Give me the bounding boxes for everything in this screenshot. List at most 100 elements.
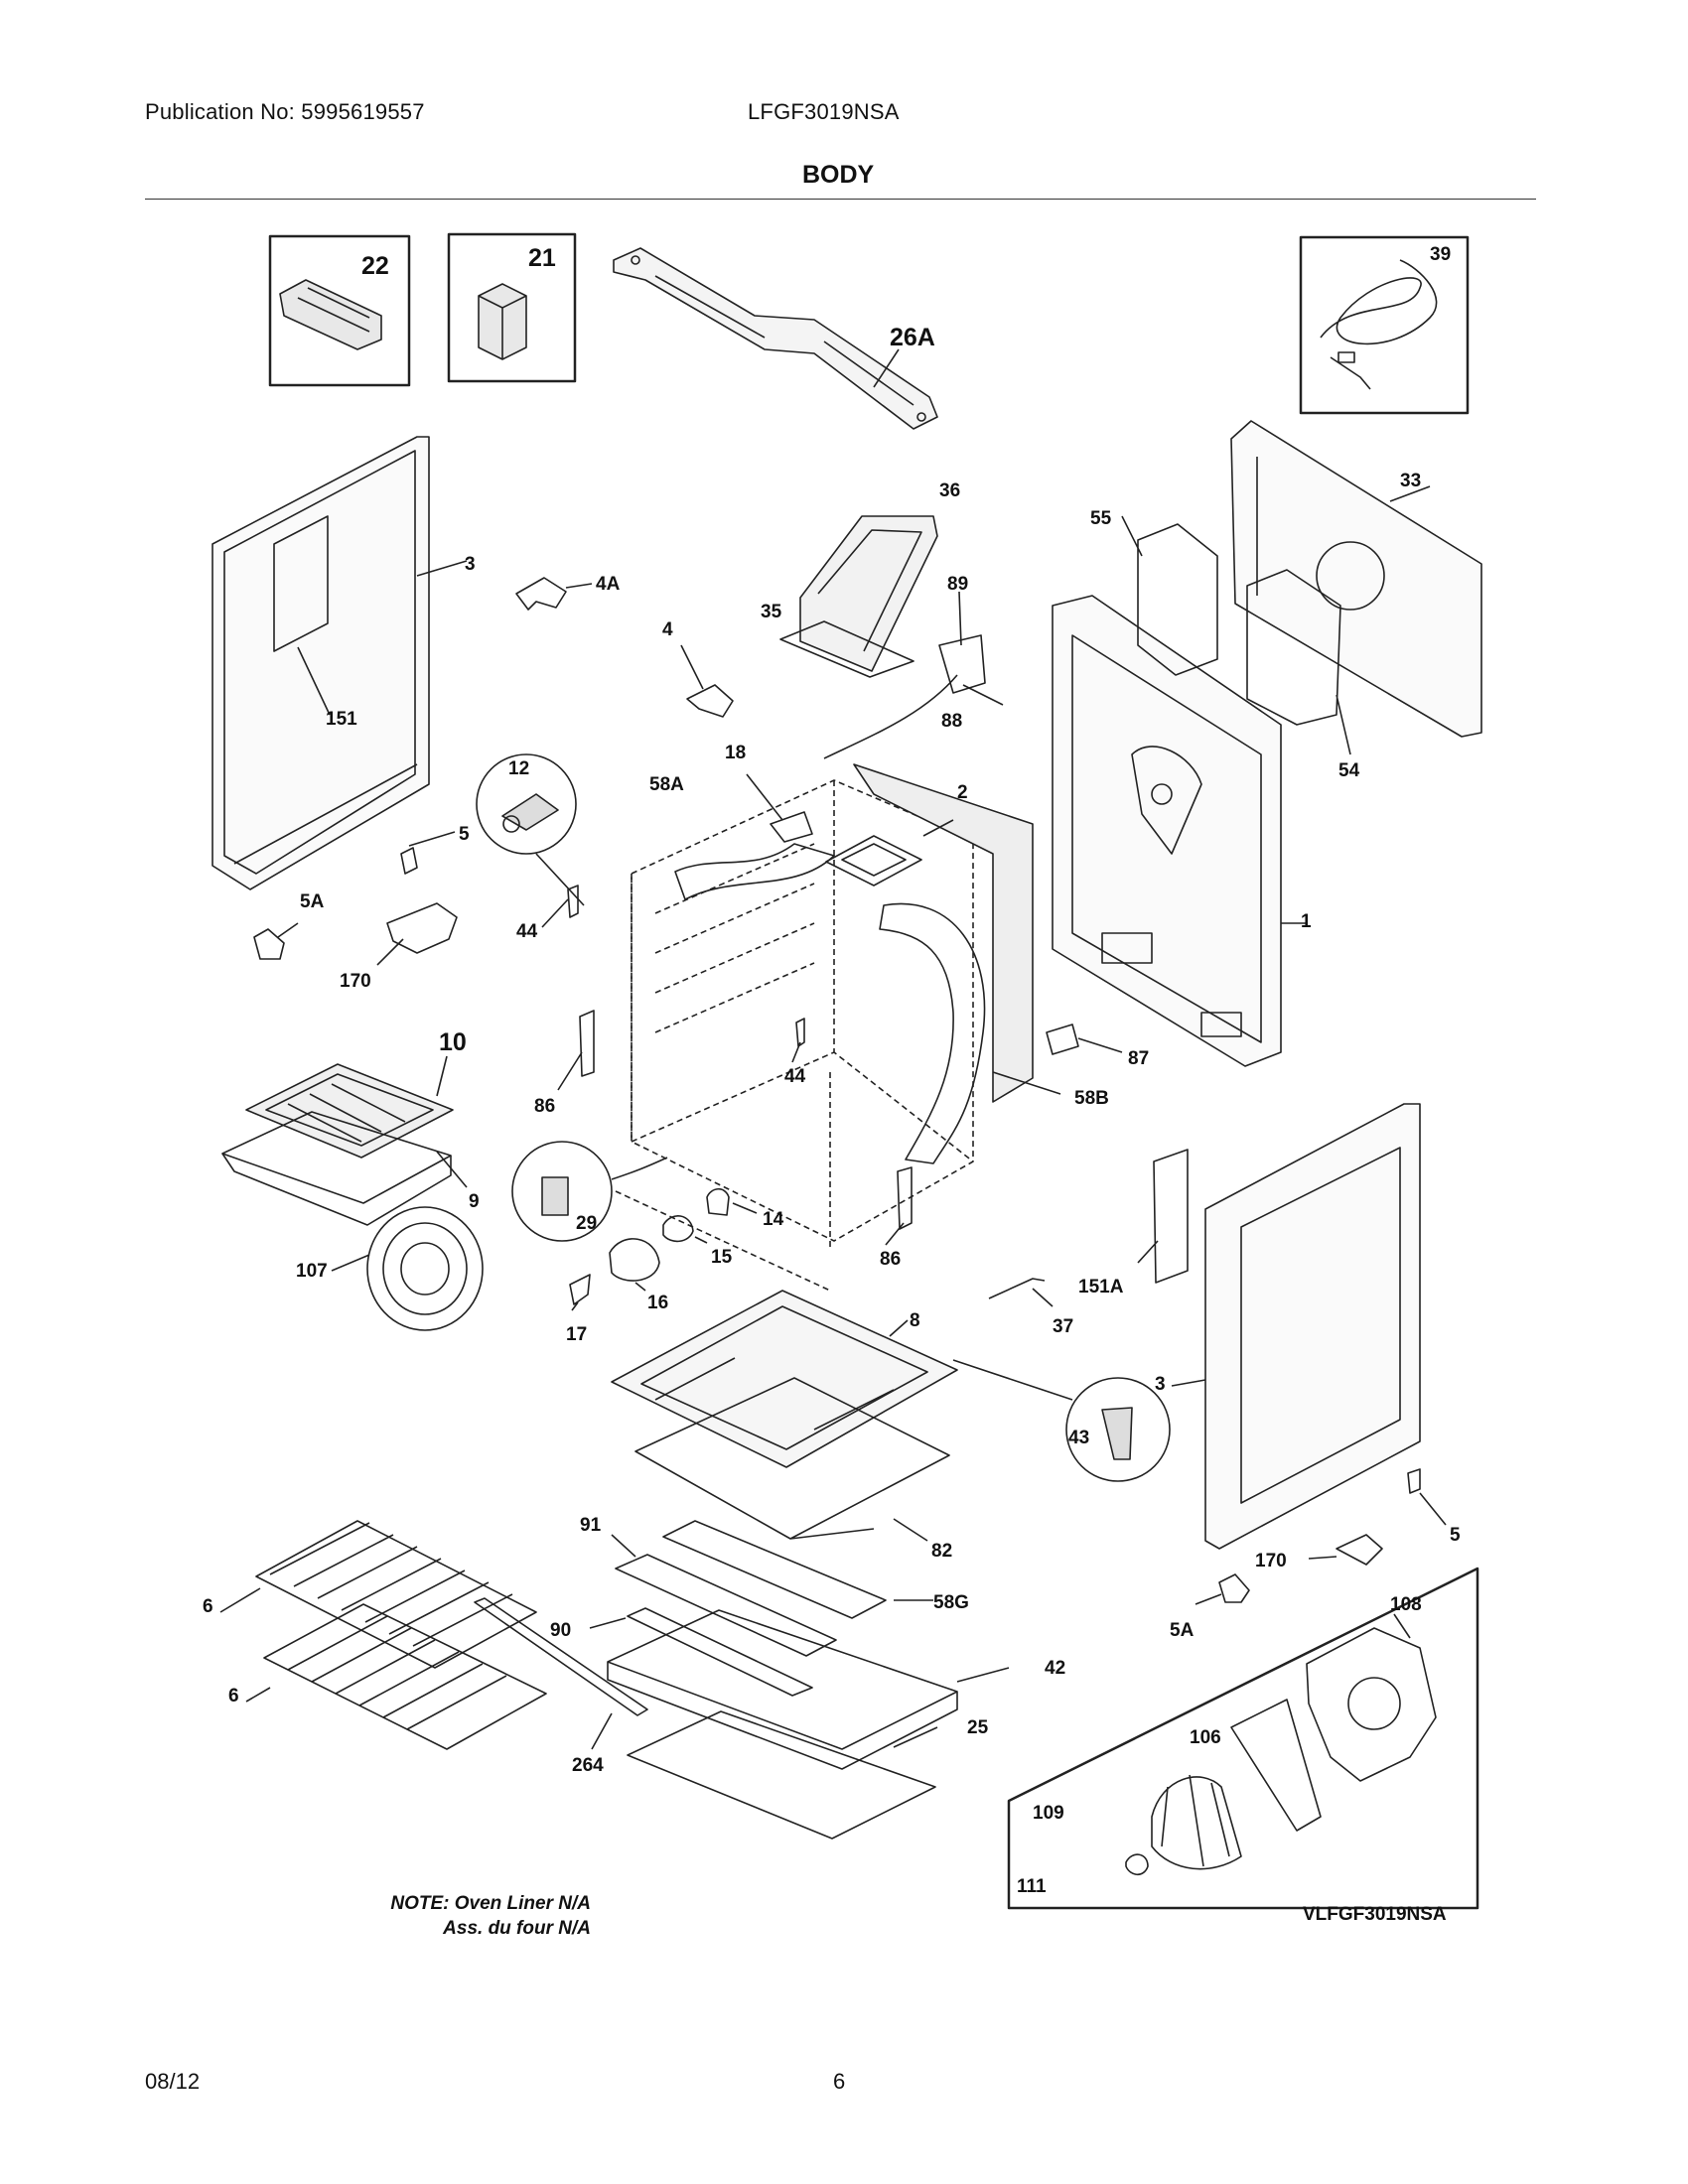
callout-82: 82 — [931, 1541, 952, 1562]
callout-36: 36 — [939, 480, 960, 501]
part-21-box — [447, 232, 577, 383]
callout-37: 37 — [1053, 1316, 1073, 1337]
part-29-circle — [511, 1141, 668, 1242]
callout-33: 33 — [1400, 471, 1421, 491]
part-5a-leg — [253, 922, 299, 960]
part-90-baffle — [589, 1607, 813, 1697]
callout-58b: 58B — [1074, 1088, 1109, 1109]
part-88-wire — [823, 674, 1004, 759]
note-line-2: Ass. du four N/A — [443, 1918, 591, 1939]
callout-86-right: 86 — [880, 1249, 901, 1270]
part-44b-screw — [791, 1018, 805, 1063]
part-33-panel — [1230, 420, 1482, 738]
callout-10: 10 — [439, 1028, 467, 1056]
insulation-58 — [674, 763, 1034, 1164]
part-43-circle — [952, 1359, 1171, 1482]
part-25-panel — [627, 1710, 938, 1840]
callout-15: 15 — [711, 1247, 733, 1268]
publication-number: Publication No: 5995619557 — [145, 99, 425, 124]
callout-107: 107 — [296, 1261, 328, 1282]
part-17-clip — [569, 1274, 591, 1311]
part-6-racks — [219, 1520, 547, 1750]
callout-106: 106 — [1190, 1727, 1221, 1748]
callout-43: 43 — [1068, 1428, 1089, 1448]
callout-12: 12 — [508, 758, 529, 779]
callout-5-right: 5 — [1450, 1525, 1461, 1546]
callout-108: 108 — [1390, 1594, 1422, 1615]
part-82-panel — [634, 1377, 950, 1542]
callout-3-left: 3 — [465, 554, 476, 575]
part-16-lens — [609, 1238, 660, 1292]
callout-39: 39 — [1430, 244, 1451, 265]
part-39-box — [1299, 235, 1470, 415]
callout-22: 22 — [361, 252, 389, 280]
callout-44-bottom: 44 — [784, 1066, 806, 1087]
callout-6-bottom: 6 — [228, 1686, 239, 1706]
fan-assembly-box — [1007, 1567, 1479, 1910]
part-1-back-panel — [1052, 595, 1307, 1067]
callout-4a: 4A — [596, 574, 621, 595]
callout-87: 87 — [1128, 1048, 1149, 1069]
part-91-baffle — [611, 1534, 837, 1657]
oven-liner-note: NOTE: Oven Liner N/A Ass. du four N/A — [343, 1891, 591, 1941]
part-3-left-side-panel — [211, 436, 468, 890]
callout-18: 18 — [725, 743, 746, 763]
callout-17: 17 — [566, 1324, 587, 1345]
part-37-igniter — [988, 1278, 1054, 1307]
callout-4: 4 — [662, 619, 673, 640]
callout-54: 54 — [1338, 760, 1360, 781]
callout-151a: 151A — [1078, 1277, 1124, 1297]
part-86-left — [557, 1010, 595, 1091]
part-5a-right-leg — [1195, 1573, 1250, 1605]
part-12-circle — [476, 753, 585, 906]
part-2-flue — [825, 819, 954, 887]
callout-170-right: 170 — [1255, 1551, 1287, 1571]
callout-8: 8 — [910, 1310, 920, 1331]
part-10-broil-pan — [245, 1055, 454, 1159]
part-4-clip — [686, 684, 734, 718]
part-14-socket — [706, 1187, 758, 1216]
part-8-oven-bottom — [611, 1290, 958, 1468]
callout-170-left: 170 — [340, 971, 371, 992]
part-170-right-bracket — [1308, 1534, 1383, 1566]
callout-91: 91 — [580, 1515, 602, 1536]
callout-5a-right: 5A — [1170, 1620, 1195, 1641]
variant-model-label: VLFGF3019NSA — [1303, 1904, 1447, 1925]
part-86-right — [885, 1166, 913, 1246]
oven-cavity — [615, 779, 974, 1292]
callout-88: 88 — [941, 711, 962, 732]
part-36-vent — [779, 515, 938, 678]
callout-9: 9 — [469, 1191, 480, 1212]
callout-25: 25 — [967, 1717, 989, 1738]
part-89-bracket — [938, 591, 986, 694]
callout-2: 2 — [957, 782, 968, 803]
part-44-screw — [541, 885, 579, 928]
part-58g-insulation — [662, 1520, 933, 1619]
callout-58g: 58G — [933, 1592, 969, 1613]
part-42-tray — [607, 1609, 1010, 1770]
callout-3-right: 3 — [1155, 1374, 1166, 1395]
header-rule — [145, 199, 1536, 200]
model-number: LFGF3019NSA — [748, 99, 900, 124]
part-5-right-screw — [1407, 1468, 1447, 1526]
callout-1: 1 — [1301, 911, 1312, 932]
part-18 — [746, 773, 813, 843]
part-87-switch — [1046, 1024, 1123, 1055]
footer-date: 08/12 — [145, 2069, 201, 2094]
callout-42: 42 — [1045, 1658, 1065, 1679]
callout-86-left: 86 — [534, 1096, 555, 1117]
callout-264: 264 — [572, 1755, 604, 1776]
callout-6-top: 6 — [203, 1596, 213, 1617]
callout-14: 14 — [763, 1209, 784, 1230]
callout-89: 89 — [947, 574, 968, 595]
part-9-pan — [221, 1111, 468, 1226]
page-number: 6 — [833, 2069, 846, 2094]
callout-109: 109 — [1033, 1803, 1064, 1824]
part-55-cover — [1121, 515, 1218, 676]
part-26a-bracket — [613, 247, 938, 430]
part-107-burner — [331, 1206, 484, 1331]
callout-35: 35 — [761, 602, 782, 622]
part-264-rail — [474, 1597, 648, 1750]
note-line-1: NOTE: Oven Liner N/A — [390, 1893, 591, 1914]
